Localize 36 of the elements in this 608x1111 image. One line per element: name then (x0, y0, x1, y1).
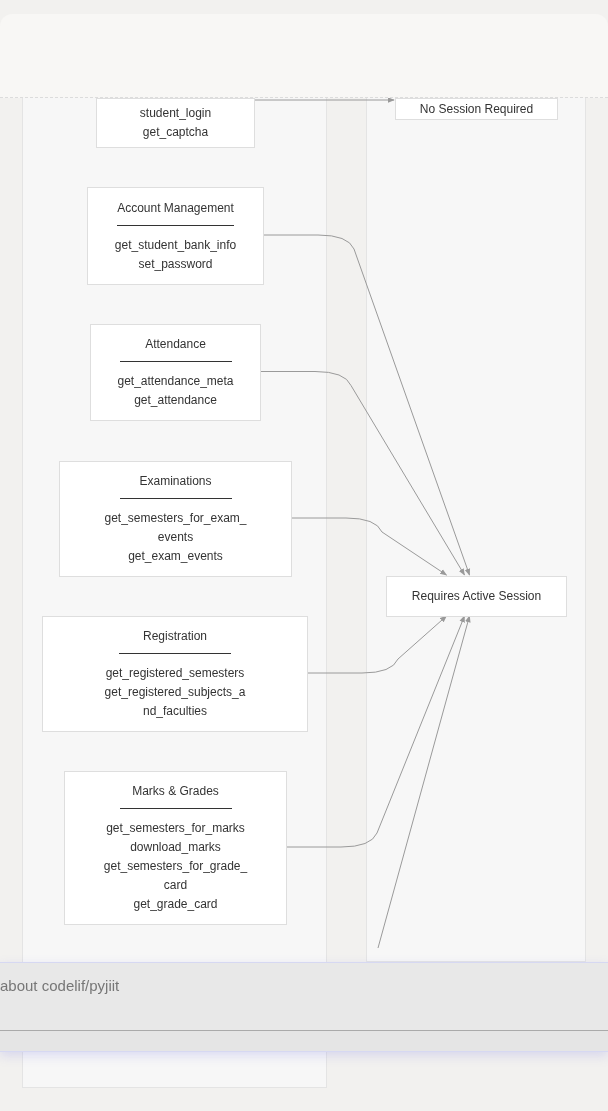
method-name: get_grade_card (133, 896, 218, 913)
method-name: get_captcha (142, 124, 209, 141)
group-heading: Registration (119, 627, 231, 654)
process-box (96, 98, 255, 148)
arrow (253, 97, 395, 103)
method-name: get_semesters_for_marks (106, 820, 245, 837)
arrow (290, 517, 448, 576)
lane-panel (366, 97, 586, 962)
group-box (42, 616, 308, 732)
arrow (259, 371, 465, 576)
method-name: get_registered_subjects_a nd_faculties (103, 684, 247, 720)
arrow (377, 615, 471, 949)
method-name: student_login (139, 105, 212, 122)
arrow (262, 234, 471, 576)
method-name: Requires Active Session (411, 588, 542, 605)
arrow (306, 615, 447, 674)
group-heading: Attendance (119, 335, 232, 362)
group-box (64, 771, 287, 925)
arrow (285, 615, 465, 848)
group-box (87, 187, 264, 285)
method-name: download_marks (130, 839, 221, 856)
group-heading: Marks & Grades (119, 782, 232, 809)
method-name: get_exam_events (128, 548, 223, 565)
method-name: No Session Required (419, 100, 534, 118)
method-name: set_password (138, 255, 213, 273)
group-heading: Examinations (119, 472, 232, 499)
process-box (395, 98, 558, 120)
process-box (386, 576, 567, 617)
group-heading: Account Management (117, 198, 234, 226)
method-name: get_attendance_meta (117, 373, 234, 390)
method-name: get_student_bank_info (114, 236, 237, 254)
method-name: get_registered_semesters (105, 665, 245, 682)
method-name: get_attendance (134, 392, 217, 409)
group-box (90, 324, 261, 421)
input-placeholder: about codelif/pyjiit (0, 977, 120, 994)
group-box (59, 461, 292, 577)
